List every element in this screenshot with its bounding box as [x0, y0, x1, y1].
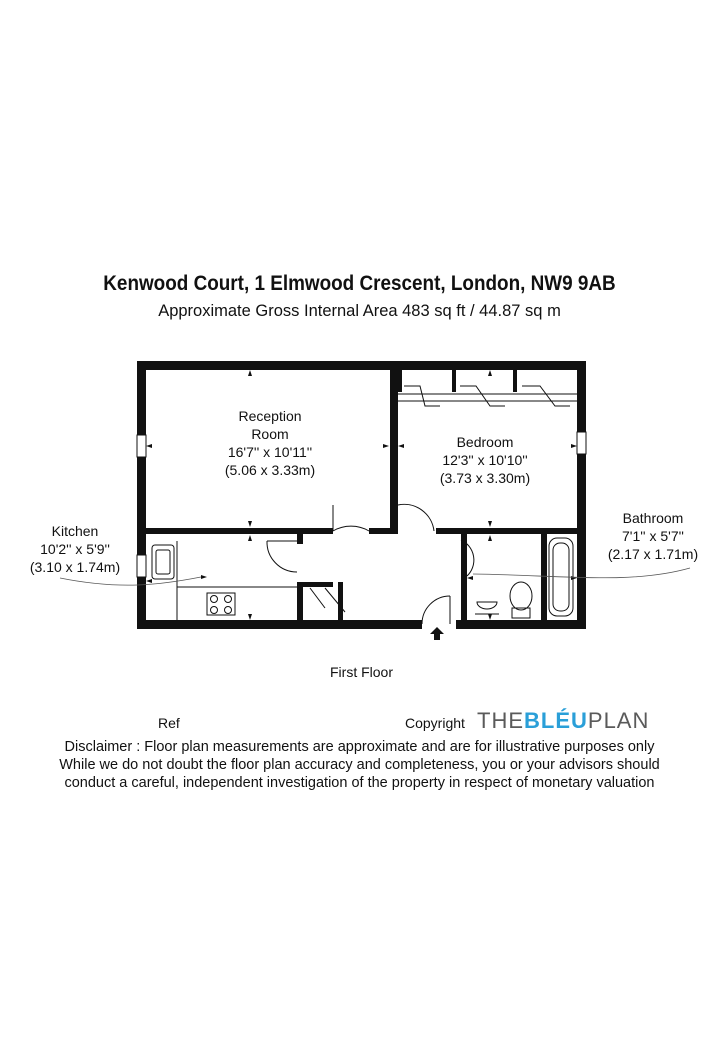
- reception-metric: (5.06 x 3.33m): [224, 462, 316, 478]
- bedroom-label: Bedroom 12'3'' x 10'10'' (3.73 x 3.30m): [415, 433, 555, 487]
- bathroom-imperial: 7'1'' x 5'7'': [622, 528, 684, 544]
- bathroom-metric: (2.17 x 1.71m): [607, 546, 699, 562]
- leader-lines: [59, 567, 691, 586]
- bedroom-imperial: 12'3'' x 10'10'': [442, 452, 528, 468]
- kitchen-imperial: 10'2'' x 5'9'': [40, 541, 110, 557]
- floor-label: First Floor: [330, 664, 393, 680]
- bedroom-metric: (3.73 x 3.30m): [439, 470, 531, 486]
- reception-imperial: 16'7'' x 10'11'': [227, 444, 313, 460]
- measure-arrows: [146, 370, 577, 620]
- plan-title: Kenwood Court, 1 Elmwood Crescent, Londo…: [103, 272, 616, 295]
- doors: [266, 503, 475, 625]
- disclaimer-line-2: While we do not doubt the floor plan acc…: [59, 757, 660, 773]
- kitchen-metric: (3.10 x 1.74m): [29, 559, 121, 575]
- plan-area-subtitle: Approximate Gross Internal Area 483 sq f…: [158, 302, 561, 320]
- logo-part-bleu: BLÉU: [524, 708, 588, 733]
- walls: [137, 361, 586, 629]
- wardrobes: [398, 385, 577, 407]
- disclaimer-line-3: conduct a careful, independent investiga…: [64, 775, 655, 791]
- entrance-arrow: [430, 627, 444, 640]
- reception-room-label: Reception Room 16'7'' x 10'11'' (5.06 x …: [200, 407, 340, 479]
- logo-part-the: THE: [477, 708, 524, 733]
- kitchen-fittings: [151, 541, 297, 620]
- bedroom-name: Bedroom: [456, 434, 514, 450]
- bathroom-fittings: [475, 537, 574, 619]
- logo-part-plan: PLAN: [587, 708, 650, 733]
- reception-name-line2: Room: [251, 426, 289, 442]
- ref-label: Ref: [158, 715, 180, 731]
- bathroom-label: Bathroom 7'1'' x 5'7'' (2.17 x 1.71m): [593, 509, 713, 563]
- disclaimer: Disclaimer : Floor plan measurements are…: [0, 738, 719, 792]
- bathroom-name: Bathroom: [622, 510, 684, 526]
- company-logo: THEBLÉUPLAN: [477, 708, 649, 734]
- reception-name-line1: Reception: [238, 408, 302, 424]
- copyright-label: Copyright: [405, 715, 465, 731]
- disclaimer-line-1: Disclaimer : Floor plan measurements are…: [64, 739, 655, 755]
- kitchen-label: Kitchen 10'2'' x 5'9'' (3.10 x 1.74m): [15, 522, 135, 576]
- kitchen-name: Kitchen: [51, 523, 99, 539]
